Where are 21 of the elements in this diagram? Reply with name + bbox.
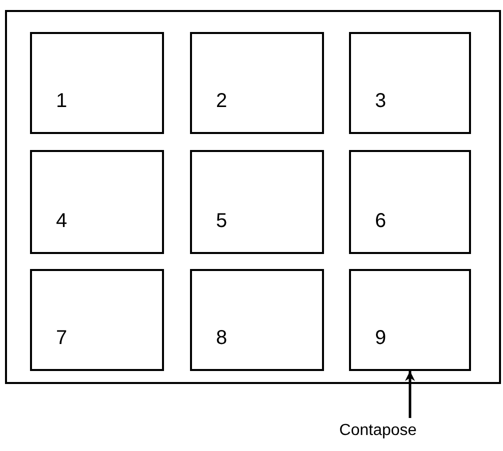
frame-box — [5, 10, 501, 384]
panel-number: 4 — [56, 210, 68, 232]
panel-box — [30, 150, 164, 254]
panel-number: 8 — [216, 327, 228, 349]
panel-box — [190, 150, 324, 254]
panel-box — [349, 150, 471, 254]
panel-number: 5 — [216, 210, 228, 232]
panel-number: 3 — [375, 90, 386, 112]
panel-box — [30, 32, 164, 134]
panel-number: 1 — [56, 90, 68, 112]
callout-label: Contapose — [338, 421, 418, 441]
panel-number: 7 — [56, 327, 68, 349]
arrow — [405, 371, 415, 418]
panel-box — [190, 269, 324, 371]
panel-number: 9 — [375, 327, 386, 349]
panel-number: 2 — [216, 90, 228, 112]
panel-box — [30, 269, 164, 371]
panel-box — [349, 32, 471, 134]
panel-box — [190, 32, 324, 134]
panel-number: 6 — [375, 210, 386, 232]
panel-box — [349, 269, 471, 371]
